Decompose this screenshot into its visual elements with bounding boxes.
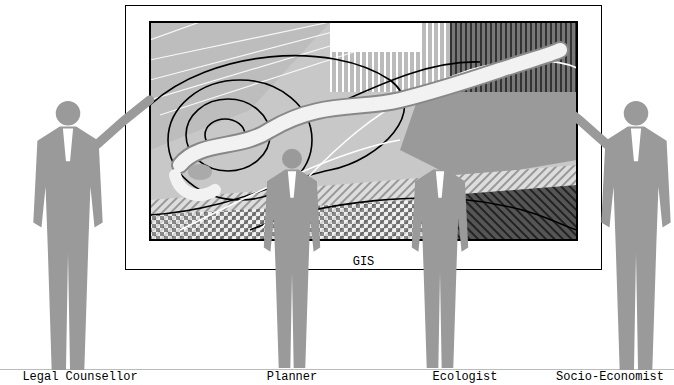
map xyxy=(150,22,577,240)
collar xyxy=(288,171,296,198)
pointing-arm xyxy=(554,100,607,145)
collar xyxy=(436,171,444,198)
collar xyxy=(63,129,73,162)
person-silhouette xyxy=(554,100,670,370)
body xyxy=(264,170,320,368)
head xyxy=(282,149,302,169)
body xyxy=(33,127,102,371)
people-silhouettes xyxy=(33,100,670,370)
person-silhouette xyxy=(264,149,320,368)
collar xyxy=(631,129,641,162)
role-label: Socio-Economist xyxy=(555,370,665,384)
body xyxy=(412,170,468,368)
person-silhouette xyxy=(412,149,468,368)
role-label: Ecologist xyxy=(432,370,499,384)
board-frame xyxy=(126,6,602,270)
head xyxy=(430,149,450,169)
gis-board: GIS xyxy=(125,5,602,270)
head xyxy=(56,101,80,125)
person-silhouette xyxy=(33,100,149,370)
body xyxy=(601,127,670,371)
pointing-arm xyxy=(97,100,150,145)
role-label: Planner xyxy=(266,370,318,384)
role-label: Legal Counsellor xyxy=(21,370,138,384)
map-border xyxy=(150,22,577,240)
head xyxy=(624,101,648,125)
board-title: GIS xyxy=(125,255,602,269)
